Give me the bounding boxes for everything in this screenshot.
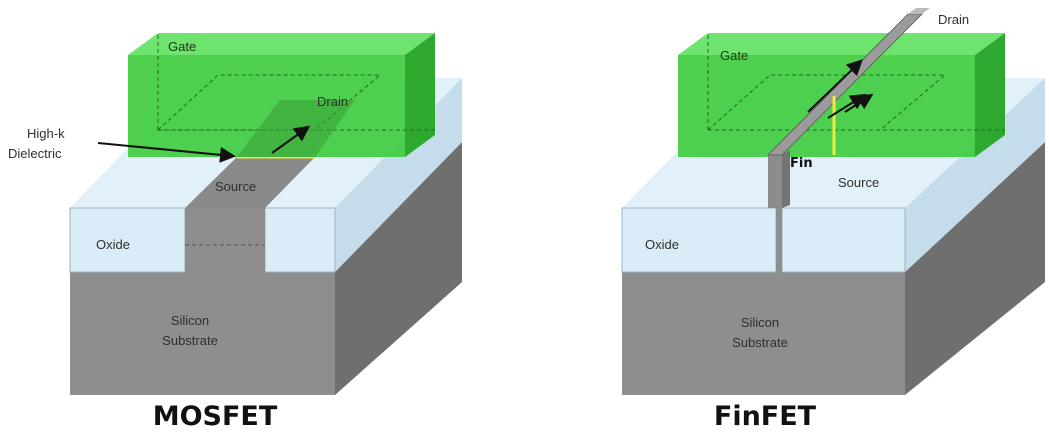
mosfet-drain-label: Drain	[317, 94, 348, 109]
mosfet-high-k-label-2: Dielectric	[8, 146, 62, 161]
finfet-fin-side	[782, 150, 790, 208]
mosfet-source-label: Source	[215, 179, 256, 194]
finfet-oxide-side	[905, 78, 1045, 272]
mosfet-diagram: Gate Drain High-k Dielectric Source Oxid…	[8, 33, 462, 432]
mosfet-gate-front	[128, 55, 405, 157]
finfet-diagram: Gate Drain Fin Source Oxide Silicon Subs…	[621, 8, 1045, 432]
finfet-substrate-label-2: Substrate	[732, 335, 788, 350]
finfet-substrate-side	[905, 142, 1045, 395]
mosfet-gate-top	[128, 33, 435, 55]
mosfet-caption: MOSFET	[153, 401, 278, 432]
mosfet-substrate-side	[335, 142, 462, 395]
mosfet-oxide-label: Oxide	[96, 237, 130, 252]
mosfet-high-k-label-1: High-k	[27, 126, 65, 141]
mosfet-channel-front	[185, 208, 265, 272]
finfet-oxide-label: Oxide	[645, 237, 679, 252]
finfet-substrate-label-1: Silicon	[741, 315, 779, 330]
mosfet-gate-label: Gate	[168, 39, 196, 54]
mosfet-channel	[185, 157, 315, 208]
finfet-drain-label: Drain	[938, 12, 969, 27]
finfet-caption: FinFET	[714, 401, 817, 432]
mosfet-gate-side	[405, 33, 435, 157]
finfet-substrate-front	[622, 272, 905, 395]
mosfet-substrate-label-2: Substrate	[162, 333, 218, 348]
finfet-source-label: Source	[838, 175, 879, 190]
finfet-gate-label: Gate	[720, 48, 748, 63]
finfet-oxide-front-right	[781, 207, 906, 273]
mosfet-oxide-front-right	[264, 207, 336, 273]
finfet-fin-front	[768, 155, 782, 208]
finfet-gate-top	[678, 33, 1005, 55]
mosfet-substrate-front	[70, 272, 335, 395]
finfet-gate-side	[975, 33, 1005, 157]
mosfet-substrate-label-1: Silicon	[171, 313, 209, 328]
finfet-fin-label: Fin	[790, 156, 813, 171]
